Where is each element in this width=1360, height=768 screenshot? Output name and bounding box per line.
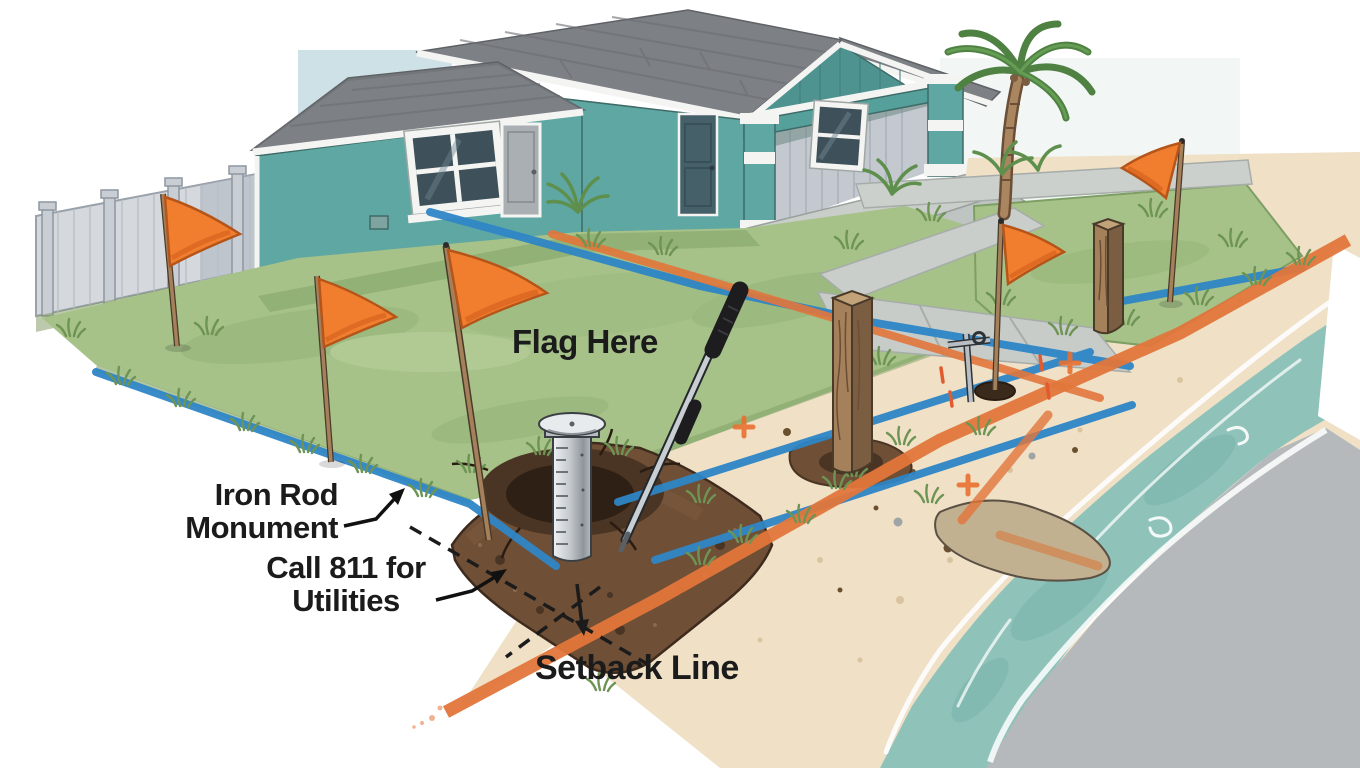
valve-key-marker (947, 331, 991, 403)
label-call-811: Call 811 for Utilities (256, 551, 436, 617)
label-iron-rod-line1: Iron Rod (214, 477, 339, 512)
porch-column-left (740, 113, 779, 233)
orange-branch-line (957, 410, 1053, 525)
call811-arrow (435, 572, 501, 602)
survey-flag-4 (974, 218, 1067, 401)
utility-line-blue-5 (1108, 264, 1306, 307)
label-iron-rod-line2: Monument (185, 510, 338, 546)
wood-stake-2 (1091, 217, 1126, 335)
dashed-boundary-line-2 (504, 585, 602, 659)
window-left (403, 120, 514, 224)
mini-marker-flags (939, 354, 1051, 408)
utility-box (369, 215, 389, 230)
page-edge (1318, 244, 1360, 440)
survey-flag-5 (1119, 138, 1185, 308)
annotation-arrows (343, 488, 507, 602)
house (249, 9, 1032, 297)
iron-rod-monument (538, 412, 606, 562)
iron-rod-arrow (343, 493, 400, 528)
side-door (500, 122, 542, 218)
survey-flag-3 (442, 242, 550, 541)
label-call811-line2: Utilities (292, 583, 400, 619)
label-flag-here: Flag Here (512, 323, 658, 360)
left-wing (249, 61, 587, 297)
road-pavement (986, 427, 1360, 768)
survey-flag-2 (314, 275, 399, 468)
utility-line-blue-1 (92, 368, 560, 570)
paint-plus-marks (732, 351, 1082, 497)
palm-tree (944, 20, 1096, 221)
wet-sand-spit (934, 499, 1111, 582)
wood-stake-1 (830, 289, 875, 474)
label-setback-line: Setback Line (535, 649, 739, 687)
setback-line-orange (442, 234, 1352, 718)
front-door (677, 112, 719, 217)
label-iron-rod-monument: Iron Rod Monument (158, 478, 338, 544)
dashed-boundary-line-1 (409, 525, 657, 671)
survey-flag-1 (160, 193, 243, 352)
porch-column-right (924, 74, 967, 177)
setback-pointer-arrow (575, 583, 584, 625)
label-call811-line1: Call 811 for (266, 550, 426, 585)
shrubs (546, 140, 1062, 214)
main-roof (415, 9, 844, 123)
walkway-front (818, 207, 1046, 301)
soil-probe-tool (618, 281, 749, 553)
boundary-dashes (409, 525, 657, 671)
survey-flags (160, 138, 1185, 541)
window-right (808, 99, 870, 173)
